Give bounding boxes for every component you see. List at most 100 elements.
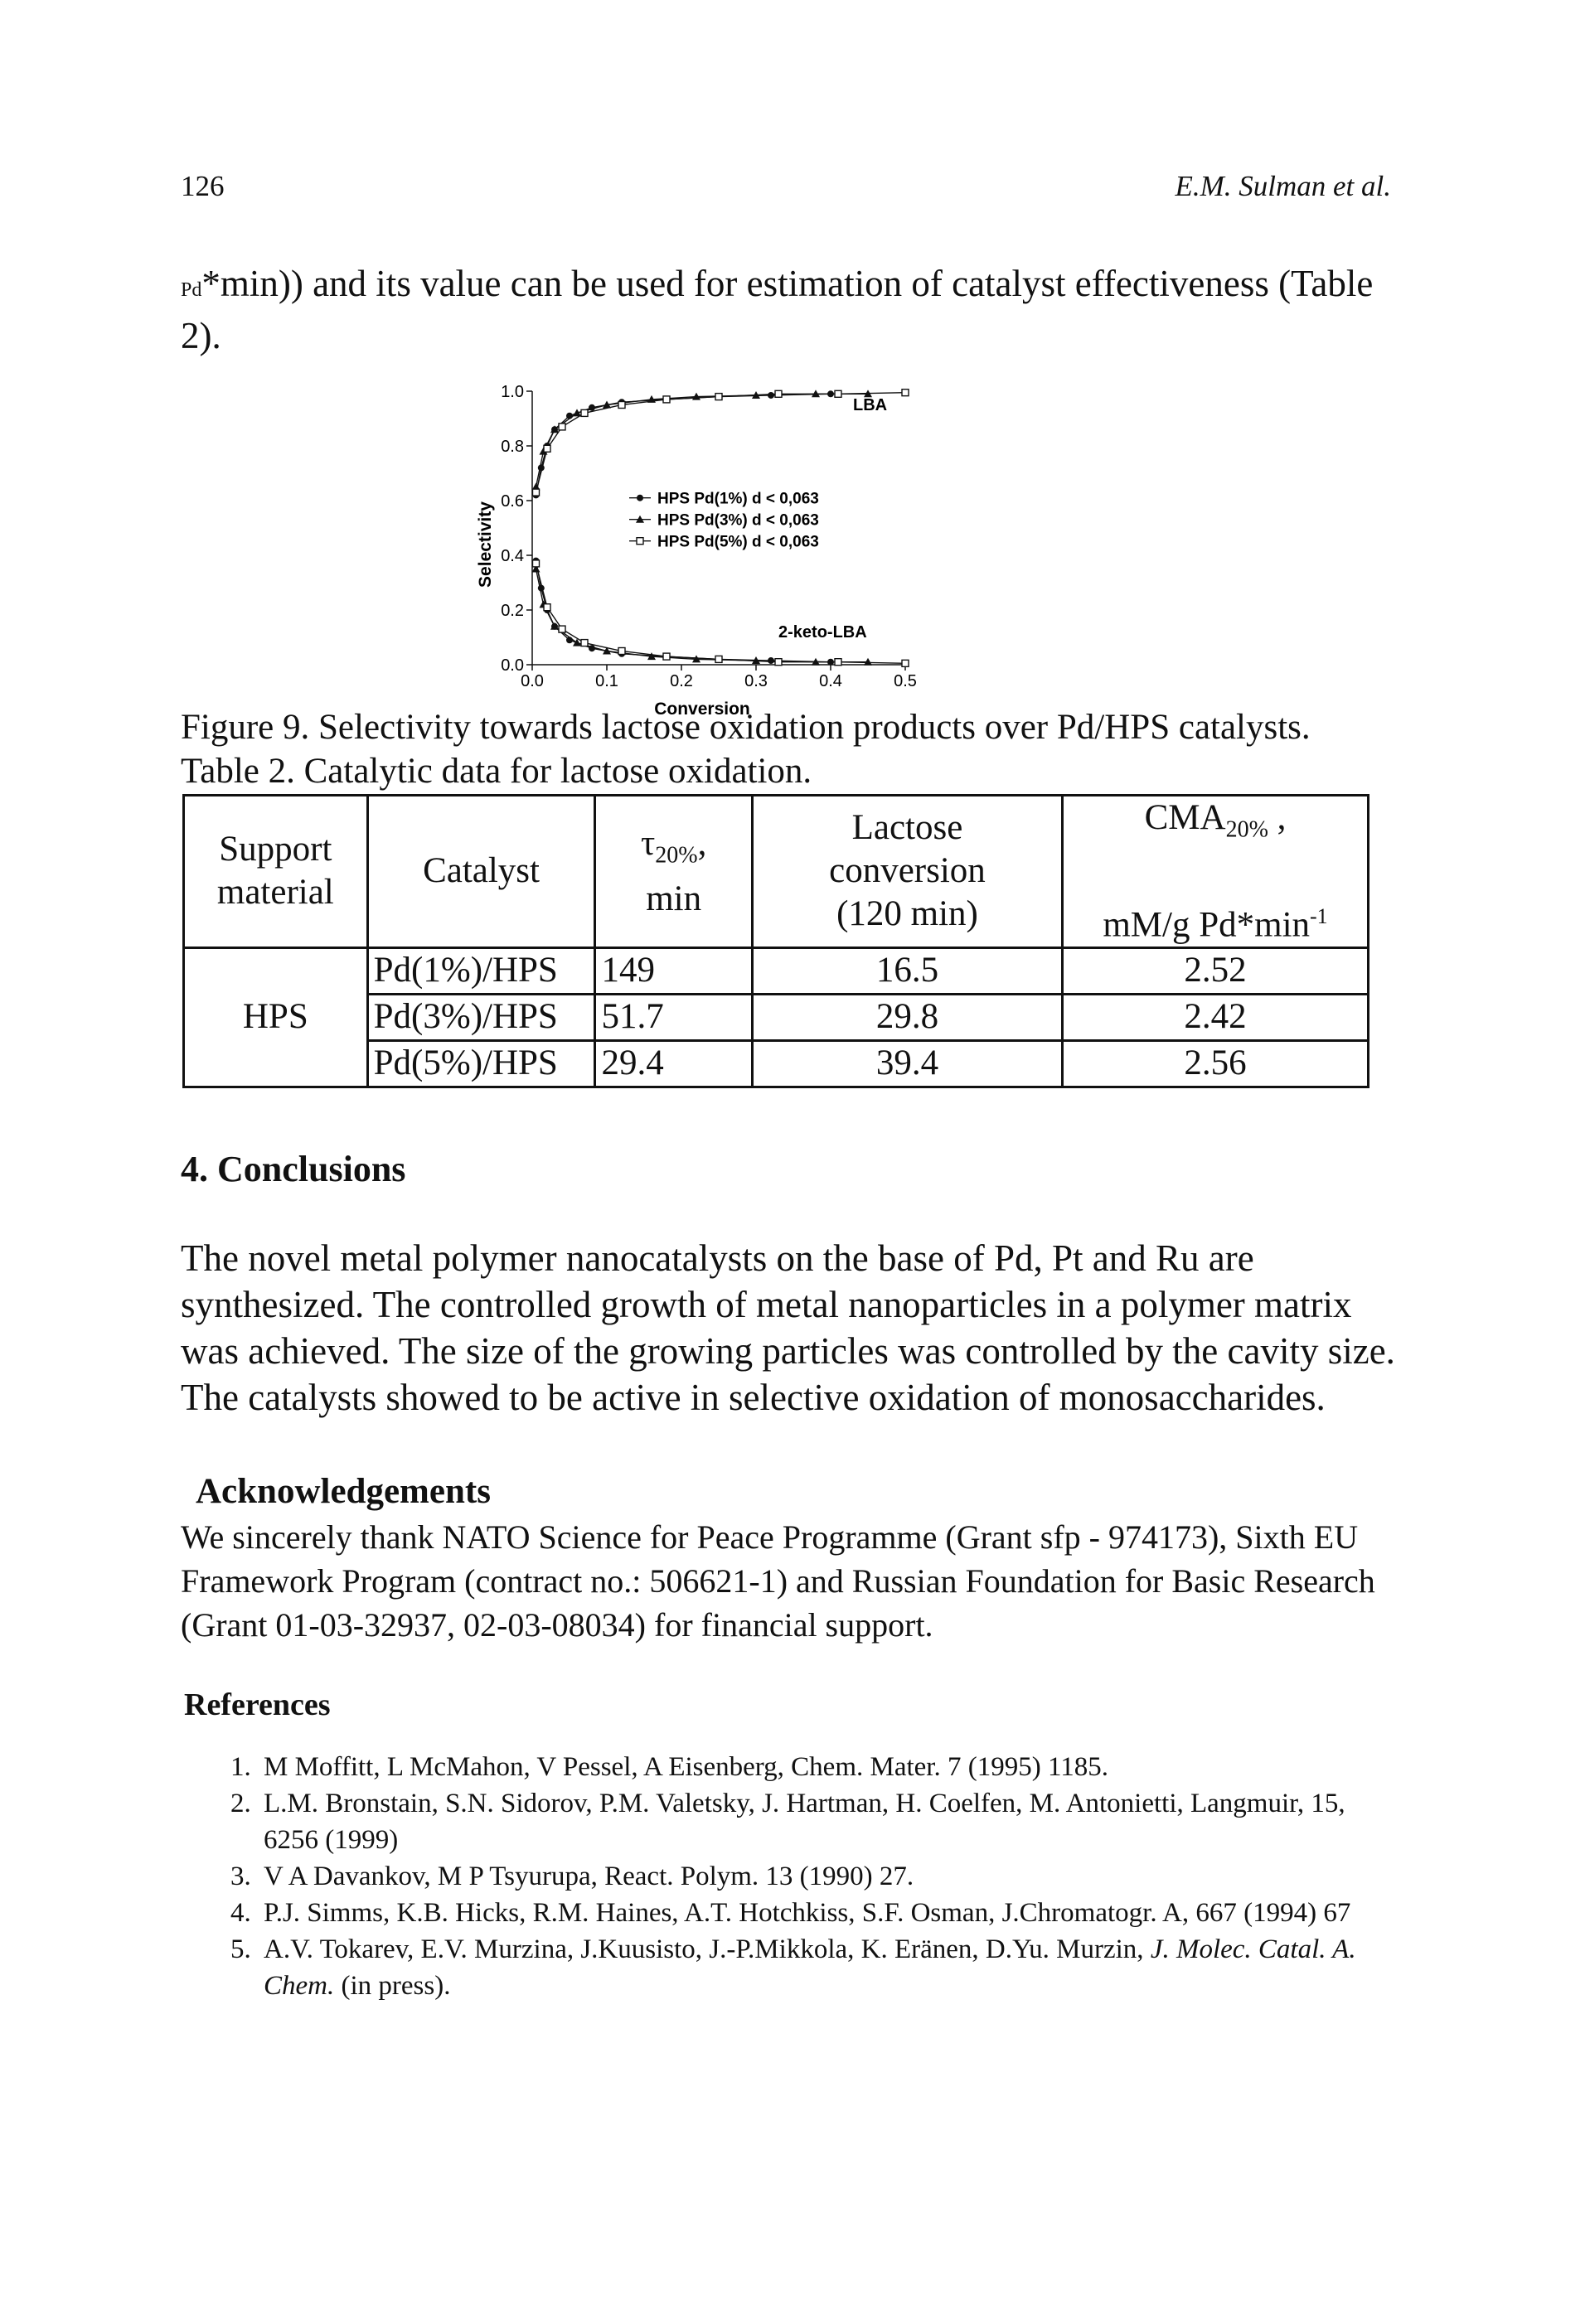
page-number: 126	[181, 170, 225, 202]
header-support-material: Support material	[182, 794, 369, 949]
cma-subscript: 20%	[1225, 816, 1268, 843]
data-point	[580, 409, 589, 418]
conversion-cell: 16.5	[750, 946, 1064, 995]
conclusions-text: The novel metal polymer nanocatalysts on…	[181, 1237, 1395, 1418]
data-point	[864, 657, 872, 666]
legend-label: HPS Pd(5%) d < 0,063	[657, 534, 819, 551]
y-tick-label: 1.0	[501, 383, 524, 401]
tau-comma: ,	[697, 824, 707, 864]
x-tick-label: 0.0	[521, 672, 544, 690]
references-heading: References	[184, 1687, 331, 1722]
series-line	[535, 393, 868, 487]
cma-unit: mM/g Pd*min	[1103, 904, 1311, 944]
annotation-lba: LBA	[853, 396, 887, 414]
catalyst-cell: Pd(3%)/HPS	[366, 992, 597, 1042]
cma-superscript: -1	[1310, 903, 1328, 928]
y-axis-label: Selectivity	[476, 501, 495, 588]
reference-journal: J. Molec. Catal. A. Chem.	[264, 1934, 1356, 2001]
series-line	[535, 563, 906, 665]
data-point	[603, 400, 611, 409]
reference-text: L.M. Bronstain, S.N. Sidorov, P.M. Valet…	[264, 1789, 1345, 1855]
acknowledgements-heading: Acknowledgements	[196, 1472, 491, 1511]
reference-number: 5.	[230, 1934, 251, 1964]
x-tick-label: 0.3	[744, 672, 768, 690]
reference-number: 1.	[230, 1752, 251, 1782]
reference-item: 1.M Moffitt, L McMahon, V Pessel, A Eise…	[181, 1749, 1399, 1785]
reference-number: 3.	[230, 1862, 251, 1891]
conv-line1: Lactose	[851, 808, 963, 848]
support-cell: HPS	[182, 946, 369, 1088]
y-tick-label: 0.4	[501, 547, 524, 565]
continued-text: *min)) and its value can be used for est…	[181, 263, 1374, 356]
data-point	[834, 390, 842, 398]
tau-subscript: 20%	[655, 842, 698, 869]
reference-text: P.J. Simms, K.B. Hicks, R.M. Haines, A.T…	[264, 1898, 1351, 1928]
series-line	[535, 569, 868, 663]
legend-label: HPS Pd(3%) d < 0,063	[657, 512, 819, 530]
cma-cell: 2.56	[1061, 1039, 1369, 1088]
cma-base: CMA	[1144, 798, 1226, 837]
conversion-cell: 39.4	[750, 1039, 1064, 1088]
data-point	[558, 423, 566, 431]
data-point	[774, 390, 783, 398]
data-point	[531, 482, 541, 491]
catalyst-cell: Pd(1%)/HPS	[366, 946, 597, 995]
cma-cell: 2.42	[1061, 992, 1369, 1042]
data-point	[647, 652, 656, 661]
data-point	[558, 625, 566, 633]
cma-comma: ,	[1268, 798, 1287, 837]
data-point	[580, 638, 589, 647]
y-tick-label: 0.0	[501, 656, 524, 675]
data-point	[531, 488, 541, 496]
reference-item: 5. A.V. Tokarev, E.V. Murzina, J.Kuusisto…	[181, 1931, 1399, 2004]
annotation-2-keto-lba: 2-keto-LBA	[778, 623, 867, 642]
x-tick-label: 0.4	[819, 672, 842, 690]
data-point	[636, 536, 644, 545]
data-point	[550, 622, 559, 630]
figure-caption: Figure 9. Selectivity towards lactose ox…	[181, 708, 1311, 747]
header-cma: CMA20% , mM/g Pd*min-1	[1061, 794, 1369, 949]
tau-cell: 149	[594, 946, 754, 995]
catalytic-data-table: Support material Catalyst τ20%, min Lact…	[182, 794, 1369, 1088]
data-point	[752, 656, 760, 665]
y-tick-label: 0.6	[501, 492, 524, 511]
header-catalyst: Catalyst	[366, 794, 597, 949]
tau-unit: min	[646, 879, 702, 918]
data-point	[901, 659, 909, 668]
data-point	[543, 444, 551, 453]
tau-symbol: τ	[641, 824, 656, 864]
table-row: Pd(3%)/HPS 51.7 29.8 2.42	[184, 992, 1369, 1042]
table-caption: Table 2. Catalytic data for lactose oxid…	[181, 752, 812, 791]
table-row: Pd(5%)/HPS 29.4 39.4 2.56	[184, 1039, 1369, 1088]
data-point	[550, 425, 559, 433]
data-point	[834, 658, 842, 666]
reference-item: 4.P.J. Simms, K.B. Hicks, R.M. Haines, A…	[181, 1895, 1399, 1931]
cma-cell: 2.52	[1061, 946, 1369, 995]
reference-text: A.V. Tokarev, E.V. Murzina, J.Kuusisto, …	[264, 1934, 1151, 1964]
data-point	[543, 603, 551, 612]
data-point	[603, 646, 611, 655]
header-conversion: Lactose conversion (120 min)	[750, 794, 1064, 949]
tau-cell: 51.7	[594, 992, 754, 1042]
reference-item: 2.L.M. Bronstain, S.N. Sidorov, P.M. Val…	[181, 1785, 1399, 1858]
conversion-cell: 29.8	[750, 992, 1064, 1042]
conv-line3: (120 min)	[836, 894, 978, 934]
data-point	[715, 392, 723, 401]
data-point	[662, 652, 671, 661]
table-header-row: Support material Catalyst τ20%, min Lact…	[182, 794, 1369, 949]
series-line	[535, 560, 831, 663]
data-point	[774, 658, 783, 666]
data-point	[715, 655, 723, 664]
y-tick-label: 0.8	[501, 438, 524, 456]
reference-item: 3.V A Davankov, M P Tsyurupa, React. Pol…	[181, 1858, 1399, 1895]
data-point	[692, 655, 700, 663]
acknowledgements-text: We sincerely thank NATO Science for Peac…	[181, 1518, 1375, 1644]
references-list: 1.M Moffitt, L McMahon, V Pessel, A Eise…	[181, 1749, 1399, 2004]
x-tick-label: 0.1	[595, 672, 618, 690]
x-tick-label: 0.5	[894, 672, 917, 690]
data-point	[531, 559, 541, 568]
legend-label: HPS Pd(1%) d < 0,063	[657, 491, 819, 508]
y-tick-label: 0.2	[501, 602, 524, 620]
reference-tail: (in press).	[334, 1971, 451, 2001]
